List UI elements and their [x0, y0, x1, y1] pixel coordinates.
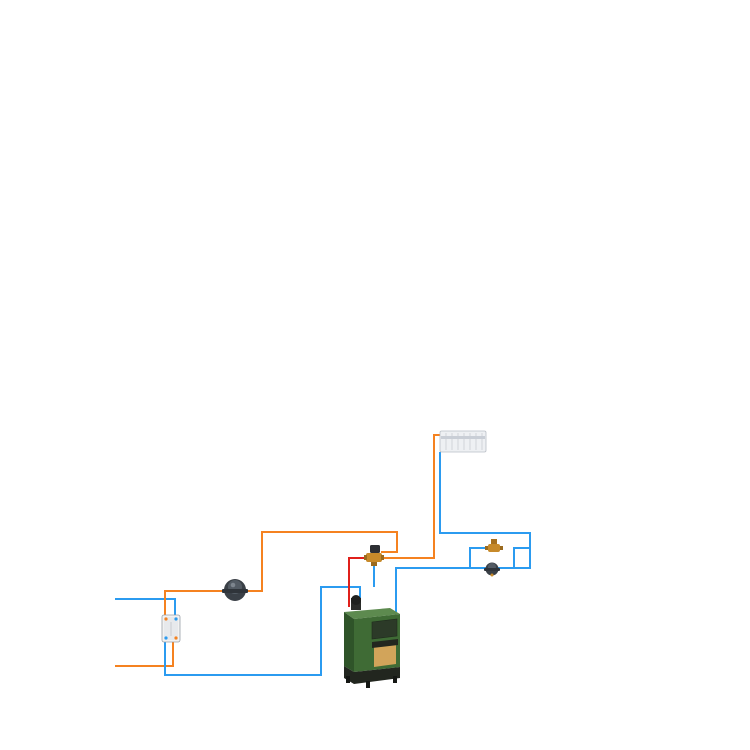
- radiator-return-pipe: [439, 452, 531, 569]
- exchanger-return-pipe: [164, 586, 361, 676]
- radiator-icon[interactable]: [439, 430, 487, 453]
- pipes: [115, 434, 531, 676]
- pump-supply-pipe: [246, 531, 398, 592]
- bypass-upper-pipe: [469, 547, 497, 569]
- hot-water-outlet-pipe: [115, 642, 174, 667]
- bypass-loop-pipe: [513, 547, 530, 568]
- boiler-flow-pipe: [348, 557, 366, 607]
- boiler-return-pipe: [395, 567, 470, 612]
- valve-icon[interactable]: [364, 545, 384, 566]
- radiator-supply-pipe: [381, 434, 442, 559]
- pump-icon[interactable]: [222, 579, 248, 601]
- cold-water-inlet-pipe: [115, 598, 176, 615]
- boiler-icon[interactable]: [344, 595, 400, 688]
- valve-icon[interactable]: [485, 539, 503, 552]
- exchanger-supply-pipe: [164, 590, 224, 615]
- pump-icon[interactable]: [484, 562, 500, 577]
- heat-exchanger-icon[interactable]: [161, 614, 181, 643]
